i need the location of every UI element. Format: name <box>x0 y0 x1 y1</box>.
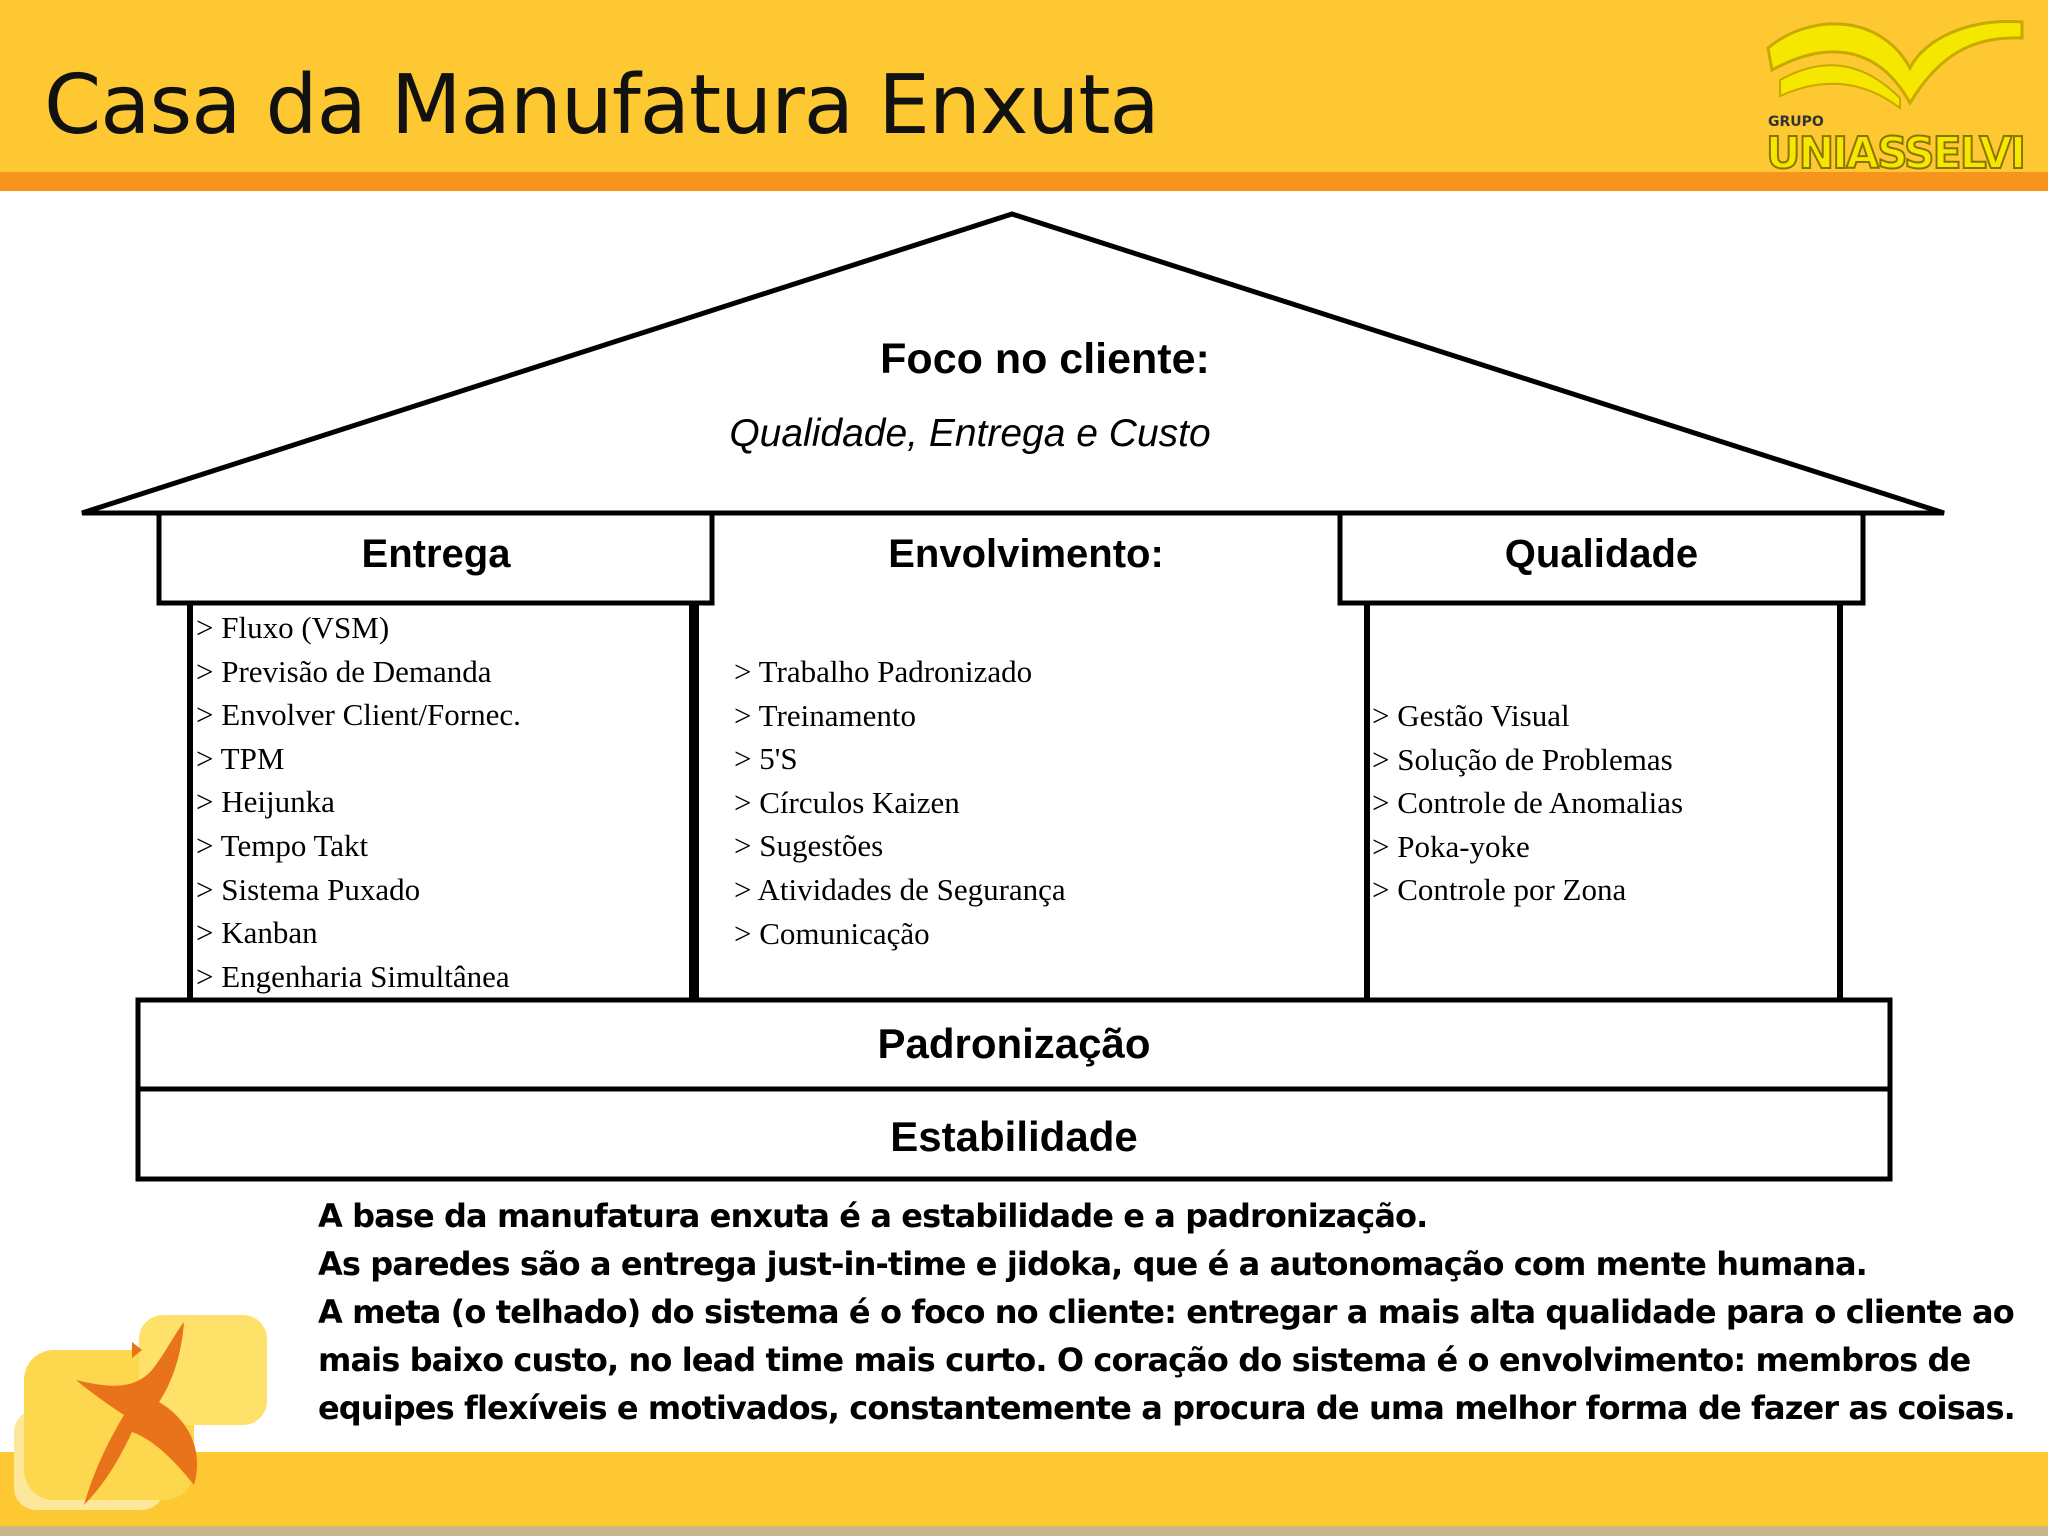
list-item: > Atividades de Segurança <box>734 871 1066 907</box>
slide-title: Casa da Manufatura Enxuta <box>44 58 1160 153</box>
list-item: > Fluxo (VSM) <box>196 610 390 645</box>
padronizacao-label: Padronização <box>877 1020 1151 1067</box>
list-item: > Sugestões <box>734 828 884 864</box>
estabilidade-label: Estabilidade <box>890 1113 1138 1160</box>
corner-logo-icon <box>14 1315 267 1510</box>
envolvimento-title: Envolvimento: <box>888 532 1164 576</box>
list-item: > 5'S <box>734 741 798 777</box>
uniasselvi-logo: GRUPO UNIASSELVI <box>1765 19 2027 173</box>
footer-band <box>0 1452 2048 1528</box>
description-line: As paredes são a entrega just-in-time e … <box>318 1245 1868 1283</box>
list-item: > Previsão de Demanda <box>196 653 492 689</box>
estabilidade-box <box>135 1086 1893 1182</box>
list-item: > Trabalho Padronizado <box>734 654 1033 689</box>
list-item: > Envolver Client/Fornec. <box>196 697 521 733</box>
entrega-list: > Fluxo (VSM) > Previsão de Demanda > En… <box>196 606 521 998</box>
list-item: > Poka-yoke <box>1372 828 1530 864</box>
description-line: A meta (o telhado) do sistema é o foco n… <box>318 1293 2016 1427</box>
entrega-title: Entrega <box>361 532 511 576</box>
qualidade-title: Qualidade <box>1504 532 1699 576</box>
list-item: > Controle de Anomalias <box>1372 785 1684 821</box>
list-item: > Solução de Problemas <box>1372 741 1673 777</box>
list-item: > TPM <box>196 740 285 776</box>
list-item: > Sistema Puxado <box>196 871 421 907</box>
list-item: > Círculos Kaizen <box>734 784 960 820</box>
entrega-header-box <box>156 510 715 606</box>
list-item: > Kanban <box>196 915 318 951</box>
svg-text:UNIASSELVI: UNIASSELVI <box>1766 128 2024 173</box>
svg-text:GRUPO: GRUPO <box>1768 114 1824 130</box>
header-band <box>0 0 2048 172</box>
list-item: > Gestão Visual <box>1372 698 1570 733</box>
description-text: A base da manufatura enxuta é a estabili… <box>318 1192 2028 1432</box>
list-item: > Heijunka <box>196 784 335 820</box>
list-item: > Comunicação <box>734 915 930 951</box>
list-item: > Engenharia Simultânea <box>196 958 510 994</box>
envolvimento-list: > Trabalho Padronizado > Treinamento > 5… <box>734 650 1066 955</box>
roof-subheading: Qualidade, Entrega e Custo <box>729 412 1211 455</box>
roof-heading: Foco no cliente: <box>880 335 1210 383</box>
list-item: > Treinamento <box>734 697 916 733</box>
list-item: > Controle por Zona <box>1372 872 1627 908</box>
qualidade-list: > Gestão Visual > Solução de Problemas >… <box>1372 694 1683 912</box>
description-line: A base da manufatura enxuta é a estabili… <box>318 1197 1428 1235</box>
list-item: > Tempo Takt <box>196 827 369 863</box>
qualidade-header-box <box>1337 510 1866 606</box>
footer-line <box>0 1526 2048 1536</box>
header-stripe <box>0 172 2048 191</box>
roof-shape <box>81 211 1945 516</box>
